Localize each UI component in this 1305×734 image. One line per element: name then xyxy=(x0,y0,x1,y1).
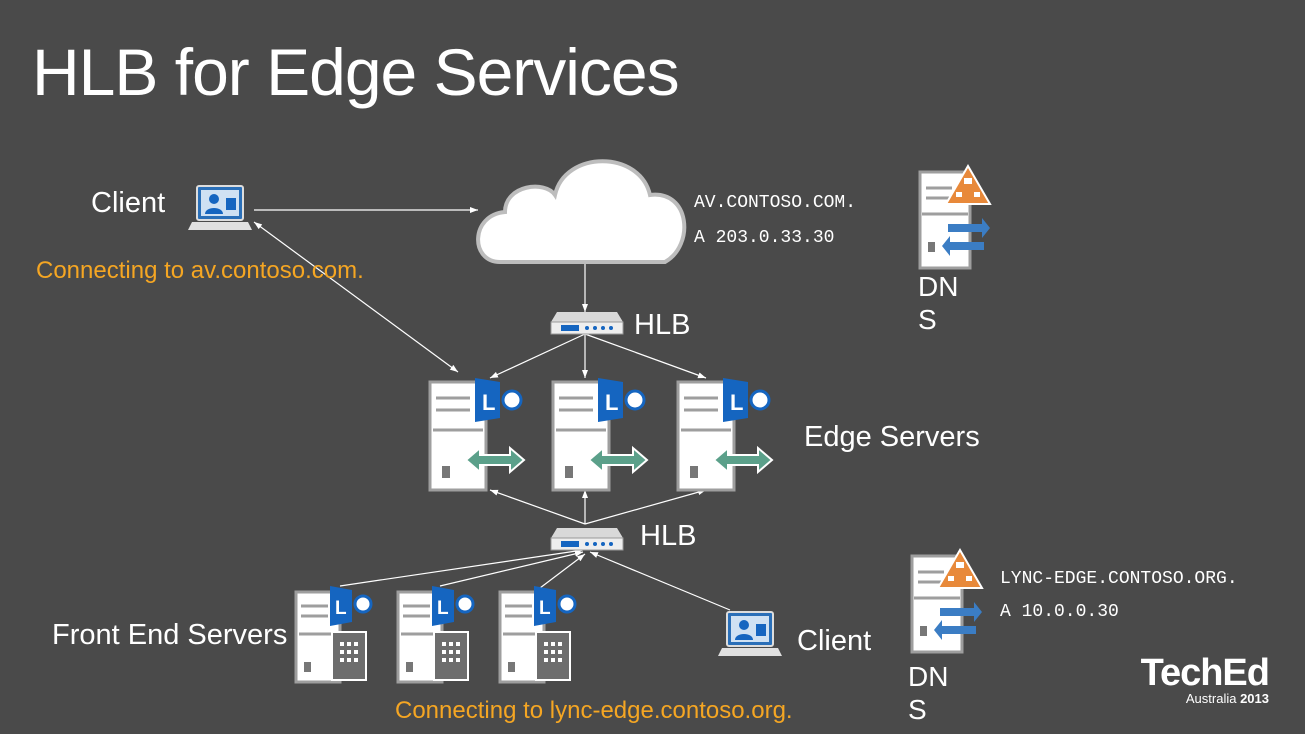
dns-server-icon xyxy=(910,548,984,654)
svg-text:L: L xyxy=(605,390,618,415)
front-end-server-icon: L xyxy=(498,586,577,684)
dns-label: DNS xyxy=(918,271,959,335)
hlb-label: HLB xyxy=(640,520,697,552)
svg-text:L: L xyxy=(482,390,495,415)
connection-lines xyxy=(253,207,731,611)
front-end-server-icon: L xyxy=(294,586,373,684)
teched-logo: TechEd Australia 2013 xyxy=(1140,652,1270,706)
logo-year: 2013 xyxy=(1240,691,1269,706)
edge-server-icon: L xyxy=(428,378,526,492)
external-connect-note: Connecting to av.contoso.com. xyxy=(36,257,364,284)
svg-text:L: L xyxy=(437,598,449,619)
edge-servers-label: Edge Servers xyxy=(804,421,980,453)
svg-text:L: L xyxy=(730,390,743,415)
edge-server-icon: L xyxy=(551,378,649,492)
dns-label: DNS xyxy=(908,661,949,725)
external-dns-record: A 203.0.33.30 xyxy=(694,228,835,248)
client-laptop-icon xyxy=(188,185,252,230)
client-label: Client xyxy=(797,625,872,657)
internal-dns-name: LYNC-EDGE.CONTOSO.ORG. xyxy=(1000,569,1238,589)
hlb-label: HLB xyxy=(634,309,691,341)
edge-server-icon: L xyxy=(676,378,774,492)
client-label: Client xyxy=(91,187,166,219)
external-dns-name: AV.CONTOSO.COM. xyxy=(694,193,857,213)
client-laptop-icon xyxy=(718,611,782,656)
front-end-servers-label: Front End Servers xyxy=(52,619,288,651)
load-balancer-icon xyxy=(550,312,624,335)
svg-text:L: L xyxy=(539,598,551,619)
internet-cloud-icon xyxy=(476,159,687,264)
internal-dns-record: A 10.0.0.30 xyxy=(1000,602,1119,622)
logo-brand: TechEd xyxy=(1140,652,1270,694)
load-balancer-icon xyxy=(550,528,624,551)
logo-event: Australia xyxy=(1185,691,1237,706)
front-end-server-icon: L xyxy=(396,586,475,684)
slide-title: HLB for Edge Services xyxy=(32,35,680,109)
internal-connect-note: Connecting to lync-edge.contoso.org. xyxy=(395,697,793,724)
svg-text:L: L xyxy=(335,598,347,619)
dns-server-icon xyxy=(918,164,992,270)
